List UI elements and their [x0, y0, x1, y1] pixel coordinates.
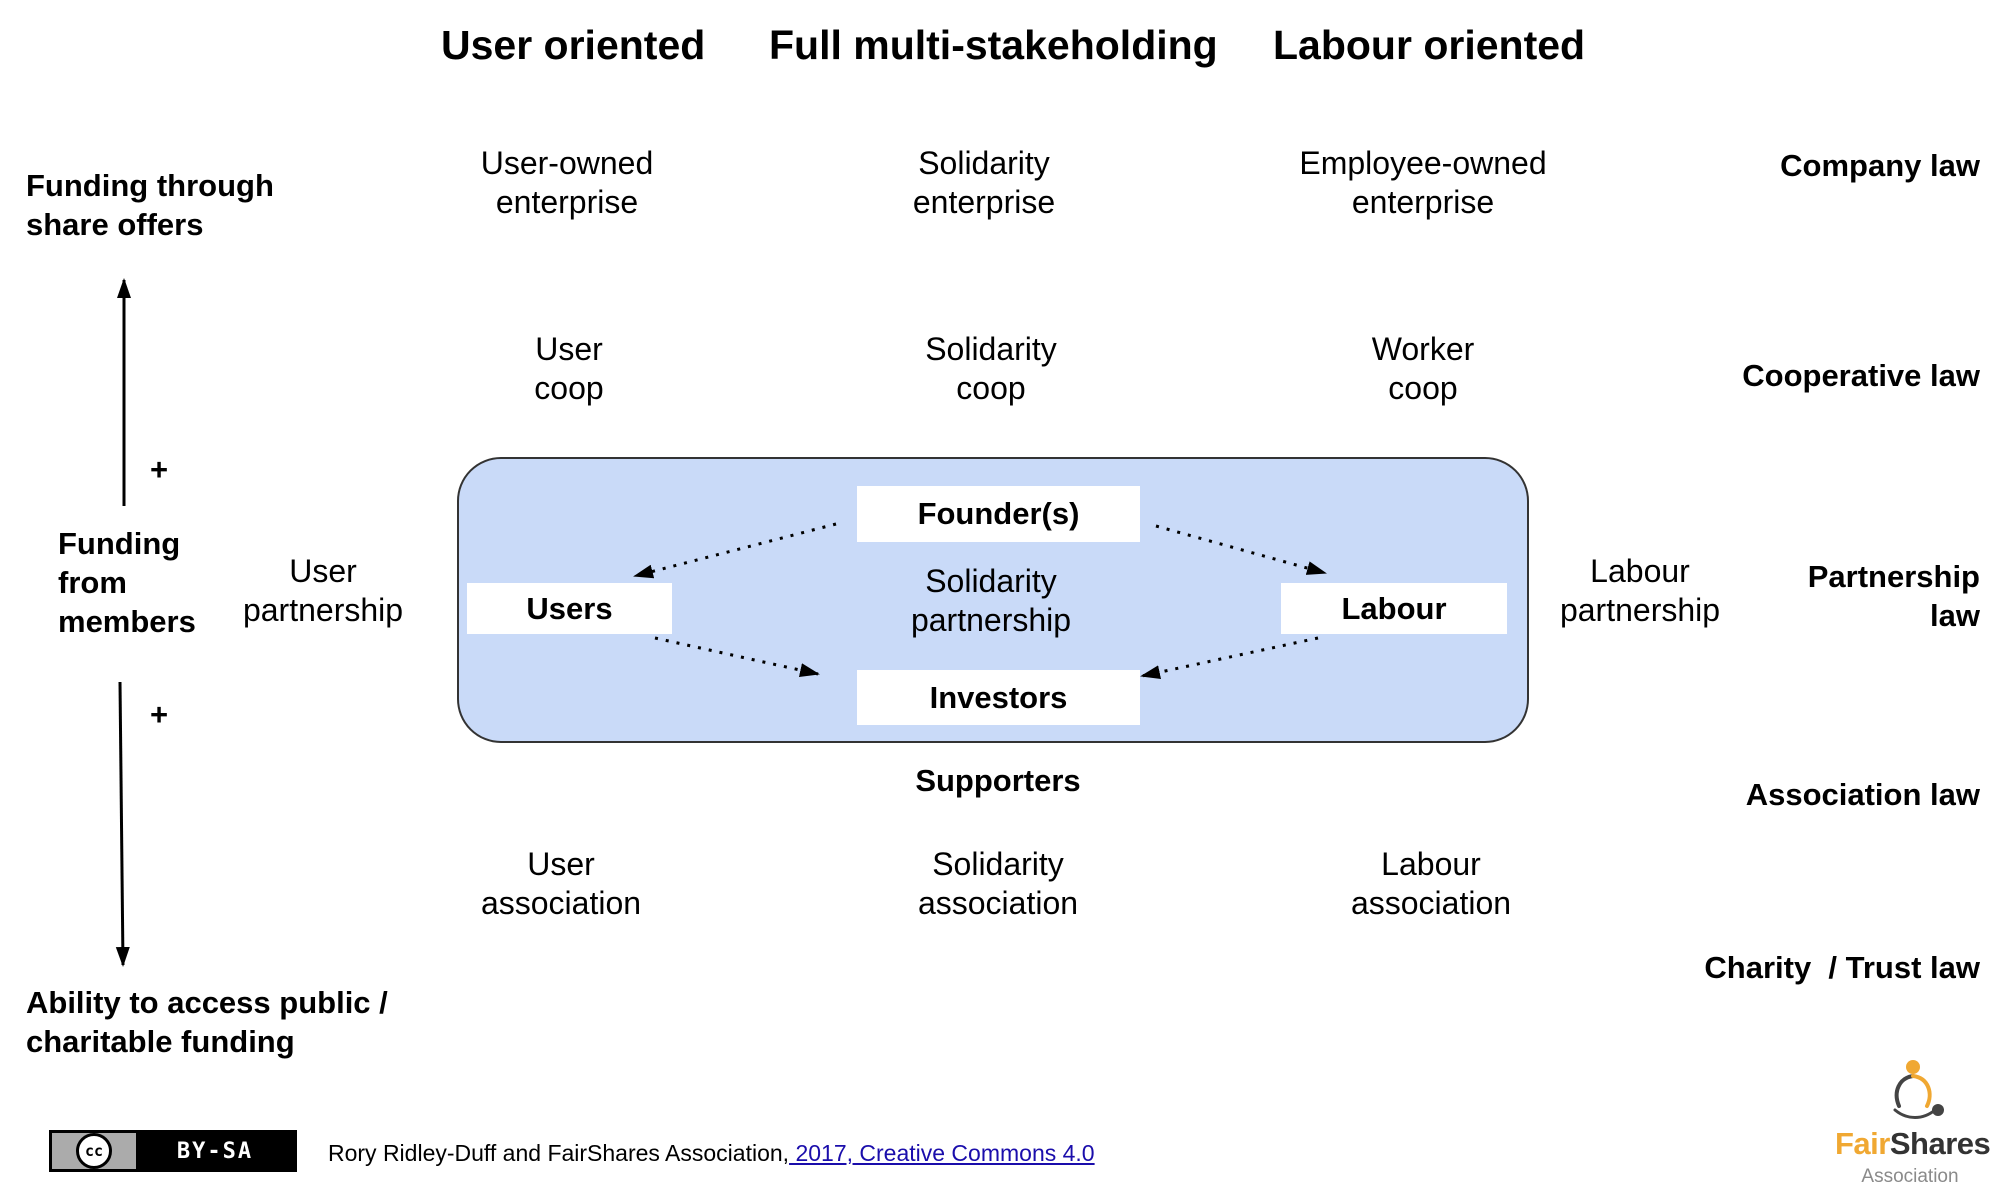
funding-share-offers-line2: share offers: [26, 207, 204, 242]
arrow-labour-to-investors: [1140, 636, 1319, 680]
labour-partnership: Labour partnership: [1560, 552, 1720, 630]
user-association-line2: association: [480, 885, 642, 921]
cc-by-sa-badge[interactable]: cc BY-SA: [49, 1130, 297, 1172]
labour-partnership-line2: partnership: [1559, 592, 1721, 628]
employee-owned-enterprise-line1: Employee-owned: [1299, 145, 1547, 181]
logo-word-shares: Shares: [1889, 1126, 1991, 1161]
cc-icon: cc: [76, 1133, 112, 1169]
credit-text: Rory Ridley-Duff and FairShares Associat…: [328, 1140, 790, 1166]
credit-line: Rory Ridley-Duff and FairShares Associat…: [328, 1140, 1095, 1167]
solidarity-association-line1: Solidarity: [932, 846, 1064, 882]
user-association-line1: User: [527, 846, 595, 882]
supporters-label: Supporters: [915, 763, 1081, 798]
solidarity-coop-line2: coop: [956, 370, 1026, 406]
user-owned-enterprise-line2: enterprise: [495, 184, 639, 220]
law-partnership: Partnership law: [1808, 557, 1980, 635]
column-header-user-oriented: User oriented: [441, 22, 706, 68]
user-partnership-line2: partnership: [242, 592, 404, 628]
cc-icon-text: cc: [84, 1142, 104, 1160]
user-partnership: User partnership: [243, 552, 403, 630]
arrow-down-public-funding: [115, 681, 130, 967]
funding-from-members-line3: members: [58, 604, 196, 639]
funding-from-members-label: Funding from members: [58, 524, 196, 641]
user-coop-line2: coop: [534, 370, 604, 406]
employee-owned-enterprise: Employee-owned enterprise: [1299, 144, 1546, 222]
labour-association-line2: association: [1350, 885, 1512, 921]
law-cooperative: Cooperative law: [1742, 358, 1980, 393]
law-association: Association law: [1745, 777, 1980, 812]
arrow-users-to-investors: [654, 636, 820, 677]
users-box: Users: [467, 583, 672, 634]
funding-from-members-line2: from: [58, 565, 127, 600]
solidarity-enterprise-line2: enterprise: [912, 184, 1056, 220]
law-charity-trust: Charity / Trust law: [1704, 950, 1980, 985]
worker-coop-line2: coop: [1388, 370, 1458, 406]
user-partnership-line1: User: [289, 553, 357, 589]
arrow-founders-to-labour: [1155, 524, 1327, 575]
logo-word-fair: Fair: [1835, 1126, 1890, 1161]
user-owned-enterprise-line1: User-owned: [480, 145, 654, 181]
law-partnership-line1: Partnership: [1807, 559, 1980, 594]
law-partnership-line2: law: [1930, 598, 1980, 633]
plus-sign-lower: +: [150, 697, 169, 732]
funding-share-offers-label: Funding through share offers: [26, 166, 274, 244]
funding-share-offers-line1: Funding through: [26, 168, 274, 203]
founders-box: Founder(s): [857, 486, 1140, 542]
credit-link[interactable]: 2017, Creative Commons 4.0: [789, 1140, 1095, 1166]
user-owned-enterprise: User-owned enterprise: [481, 144, 654, 222]
column-header-full-multi-stakeholding: Full multi-stakeholding: [769, 22, 1218, 68]
license-type: BY-SA: [176, 1138, 254, 1164]
solidarity-partnership-line2: partnership: [910, 602, 1072, 638]
labour-association: Labour association: [1351, 845, 1511, 923]
fairshares-emblem-icon: [1893, 1060, 1944, 1119]
solidarity-partnership-line1: Solidarity: [925, 563, 1057, 599]
worker-coop-line1: Worker: [1371, 331, 1475, 367]
funding-from-members-line1: Funding: [58, 526, 181, 561]
employee-owned-enterprise-line2: enterprise: [1351, 184, 1495, 220]
labour-box: Labour: [1281, 583, 1507, 634]
public-charitable-funding-line1: Ability to access public /: [26, 985, 388, 1020]
user-coop-line1: User: [535, 331, 603, 367]
solidarity-coop: Solidarity coop: [925, 330, 1057, 408]
user-association: User association: [481, 845, 641, 923]
solidarity-enterprise: Solidarity enterprise: [913, 144, 1055, 222]
logo-subtitle: Association: [1861, 1166, 1959, 1187]
law-company: Company law: [1780, 148, 1980, 183]
fairshares-wordmark: FairShares: [1835, 1126, 1991, 1166]
public-charitable-funding-label: Ability to access public / charitable fu…: [26, 983, 388, 1061]
column-header-labour-oriented: Labour oriented: [1273, 22, 1586, 68]
cc-logo: cc: [52, 1133, 136, 1169]
labour-partnership-line1: Labour: [1590, 553, 1690, 589]
labour-association-line1: Labour: [1381, 846, 1481, 882]
solidarity-coop-line1: Solidarity: [925, 331, 1057, 367]
solidarity-enterprise-line1: Solidarity: [918, 145, 1050, 181]
solidarity-association-line2: association: [917, 885, 1079, 921]
investors-box: Investors: [857, 670, 1140, 725]
solidarity-partnership: Solidarity partnership: [911, 562, 1071, 640]
solidarity-association: Solidarity association: [918, 845, 1078, 923]
public-charitable-funding-line2: charitable funding: [26, 1024, 295, 1059]
worker-coop: Worker coop: [1372, 330, 1475, 408]
fairshares-logo: FairShares Association: [1835, 1058, 1991, 1188]
user-coop: User coop: [534, 330, 603, 408]
plus-sign-upper: +: [150, 452, 169, 487]
arrow-founders-to-users: [633, 522, 837, 579]
